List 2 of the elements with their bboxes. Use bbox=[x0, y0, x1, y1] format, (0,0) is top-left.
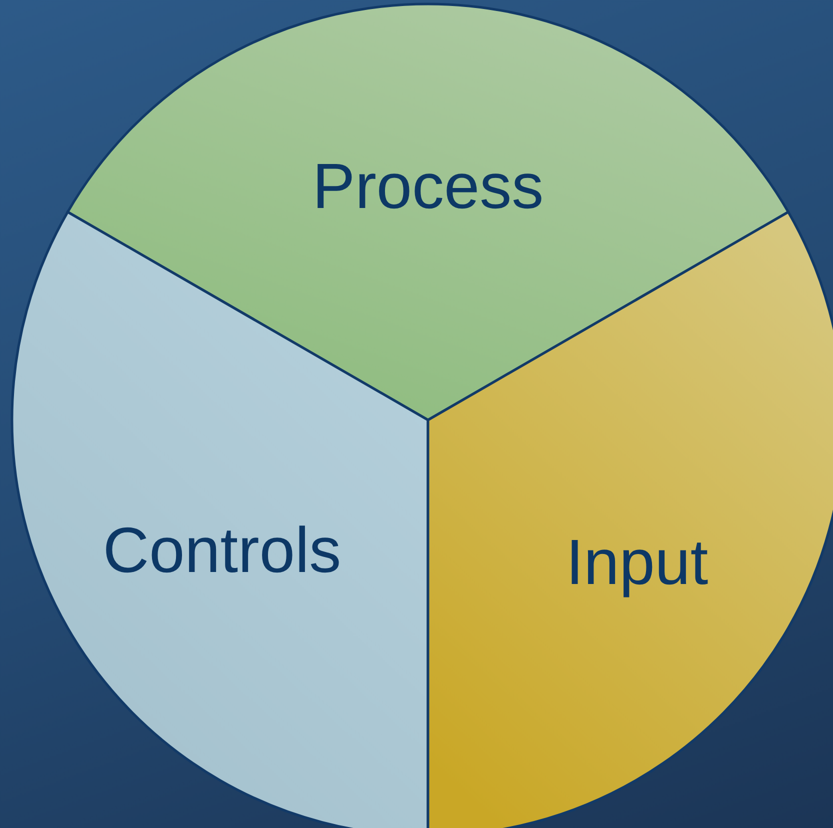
sector-label: Controls bbox=[102, 518, 342, 582]
sector-label: Process bbox=[312, 154, 544, 218]
